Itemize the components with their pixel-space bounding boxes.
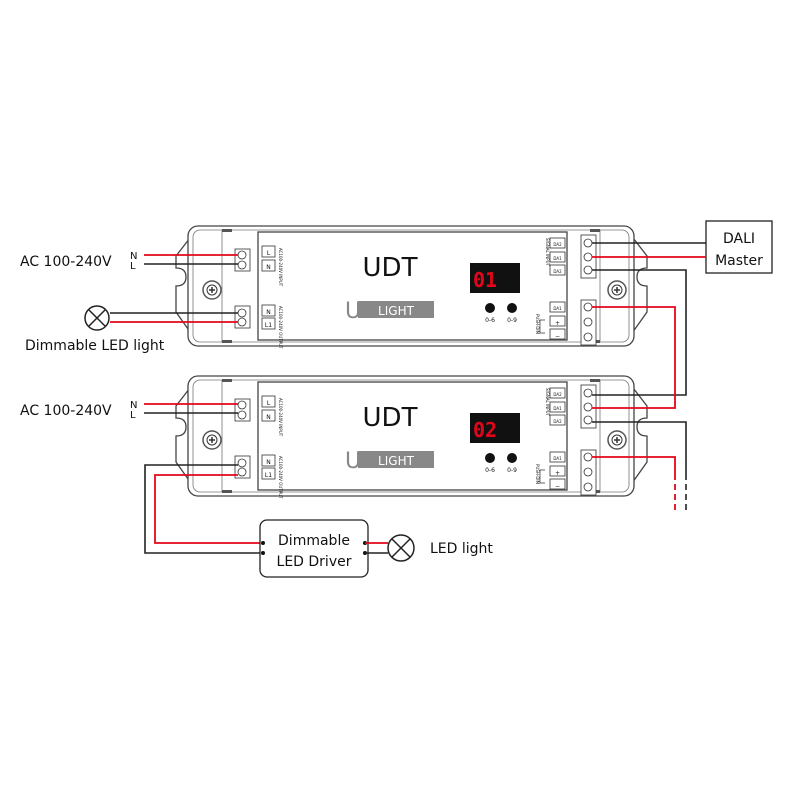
led-light-label: LED light <box>430 541 493 557</box>
signal-label-da1: DA1 <box>553 256 562 261</box>
dimmable-led-light-label: Dimmable LED light <box>25 338 165 354</box>
brand-logo-text: LIGHT <box>378 454 415 468</box>
driver-label-line1: Dimmable <box>278 533 350 549</box>
signal-label-da2: DA2 <box>553 242 562 247</box>
neutral-label: N <box>130 400 137 411</box>
live-label: L <box>130 261 136 272</box>
brand-logo-u: U <box>345 299 361 324</box>
udt-module-2 <box>175 375 648 497</box>
udt-module-1 <box>175 225 648 347</box>
signal-label-da1: DA1 <box>553 406 562 411</box>
brand-logo-text: LIGHT <box>378 304 415 318</box>
channel-display: 02 <box>473 418 497 442</box>
driver-label-line2: LED Driver <box>277 554 352 570</box>
push-label-plus: + <box>555 470 560 477</box>
push-label-plus: + <box>555 320 560 327</box>
module-title: UDT <box>363 403 418 433</box>
input-caption: AC100-240V INPUT <box>278 398 283 437</box>
dali-master-label-line2: Master <box>715 253 763 269</box>
push-label-minus: − <box>555 483 560 490</box>
button-label-0-9: 0-9 <box>507 467 517 474</box>
push-caption: PUSH-DIM <box>535 314 540 335</box>
ac-source-label: AC 100-240V <box>20 254 112 270</box>
dimmable-led-light: Dimmable LED light <box>25 305 238 354</box>
dimmable-led-driver: Dimmable LED Driver <box>144 464 388 578</box>
module-1-texts: UDT 01 U LIGHT 0-6 0-9 L N N L1 AC100-24… <box>265 238 562 349</box>
push-label-da1: DA1 <box>553 456 562 461</box>
dali-bus-wiring <box>592 242 706 512</box>
ac-source-1: AC 100-240V N L <box>20 251 238 272</box>
signal-caption: SIGNAL INPUT <box>545 388 550 417</box>
push-label-minus: − <box>555 333 560 340</box>
dali-master-label-line1: DALI <box>723 231 755 247</box>
channel-display: 01 <box>473 268 497 292</box>
ac-source-label: AC 100-240V <box>20 403 112 419</box>
brand-logo-u: U <box>345 449 361 474</box>
push-label-da1: DA1 <box>553 306 562 311</box>
signal-label-da2: DA2 <box>553 392 562 397</box>
live-label: L <box>130 410 136 421</box>
ac-source-2: AC 100-240V N L <box>20 400 238 421</box>
input-label-l: L <box>267 400 271 407</box>
push-caption: PUSH-DIM <box>535 464 540 485</box>
button-label-0-6: 0-6 <box>485 317 495 324</box>
input-caption: AC100-240V INPUT <box>278 248 283 287</box>
button-label-0-6: 0-6 <box>485 467 495 474</box>
signal-caption: SIGNAL INPUT <box>545 238 550 267</box>
module-2-texts: UDT 02 U LIGHT 0-6 0-9 L N N L1 AC100-24… <box>265 388 562 499</box>
module-title: UDT <box>363 253 418 283</box>
neutral-label: N <box>130 251 137 262</box>
dali-master: DALI Master <box>705 220 773 274</box>
signal-label-da2: DA2 <box>553 269 562 274</box>
input-label-n: N <box>266 264 271 271</box>
signal-label-da2: DA2 <box>553 419 562 424</box>
led-light: LED light <box>387 534 493 562</box>
input-label-l: L <box>267 250 271 257</box>
button-label-0-9: 0-9 <box>507 317 517 324</box>
output-label-n: N <box>266 309 271 316</box>
output-label-l1: L1 <box>265 472 272 479</box>
output-label-n: N <box>266 459 271 466</box>
output-caption: AC100-240V OUTPUT <box>278 456 283 499</box>
input-label-n: N <box>266 414 271 421</box>
output-caption: AC100-240V OUTPUT <box>278 306 283 349</box>
output-label-l1: L1 <box>265 322 272 329</box>
